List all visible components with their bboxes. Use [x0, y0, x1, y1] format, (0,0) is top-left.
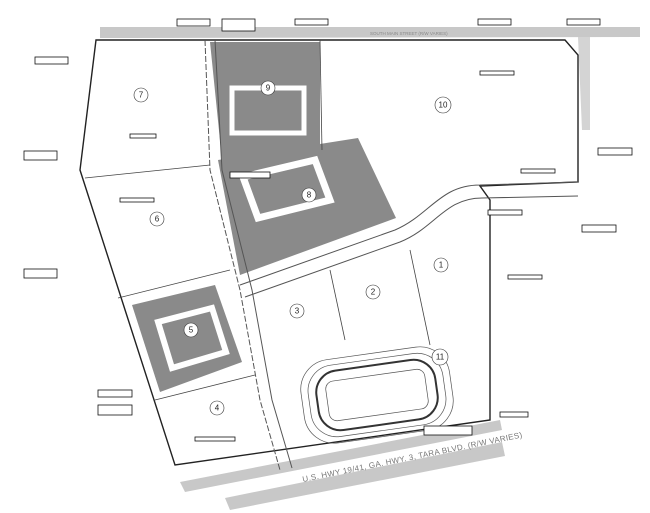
highway-lower-band — [225, 442, 505, 510]
lot-line — [319, 39, 323, 151]
highway-upper-band — [180, 420, 502, 492]
lot-line — [329, 269, 346, 341]
lot-marker-8: 8 — [301, 187, 317, 203]
lot-marker-10: 10 — [434, 96, 452, 114]
svg-text:7: 7 — [139, 91, 144, 100]
property-boundary — [79, 39, 579, 466]
svg-text:6: 6 — [155, 215, 160, 224]
lot-marker-9: 9 — [260, 80, 276, 96]
lot-marker-1: 1 — [433, 257, 449, 273]
internal-drive-east-2 — [244, 195, 579, 298]
detention-pond — [300, 346, 454, 444]
lot-marker-3: 3 — [289, 303, 305, 319]
svg-text:1: 1 — [439, 261, 444, 270]
internal-drive-west-2 — [214, 39, 293, 469]
top-street-label: SOUTH MAIN STREET (R/W VARIES) — [370, 31, 448, 36]
lot-marker-6: 6 — [149, 211, 165, 227]
svg-text:2: 2 — [371, 288, 376, 297]
lot-5-area — [132, 285, 242, 392]
lot-marker-7: 7 — [133, 87, 149, 103]
lot-marker-4: 4 — [209, 400, 225, 416]
svg-text:11: 11 — [436, 353, 445, 362]
lot-marker-2: 2 — [365, 284, 381, 300]
lot-5-building-pad — [154, 304, 230, 372]
lot-line — [154, 374, 256, 401]
lot-marker-5: 5 — [183, 322, 199, 338]
lot-marker-11: 11 — [431, 348, 449, 366]
svg-text:3: 3 — [295, 307, 300, 316]
internal-drive-west — [204, 39, 281, 471]
callout-labels — [23, 18, 633, 442]
svg-text:5: 5 — [189, 326, 194, 335]
lot-line — [84, 164, 211, 179]
lot-line — [409, 249, 431, 346]
internal-drive-east — [239, 181, 579, 286]
svg-text:4: 4 — [215, 404, 220, 413]
svg-text:9: 9 — [266, 84, 271, 93]
right-side-street — [578, 37, 590, 130]
svg-text:8: 8 — [307, 191, 312, 200]
lot-line — [117, 269, 231, 299]
lot-8-building-pad — [238, 155, 335, 223]
svg-text:10: 10 — [439, 101, 448, 110]
